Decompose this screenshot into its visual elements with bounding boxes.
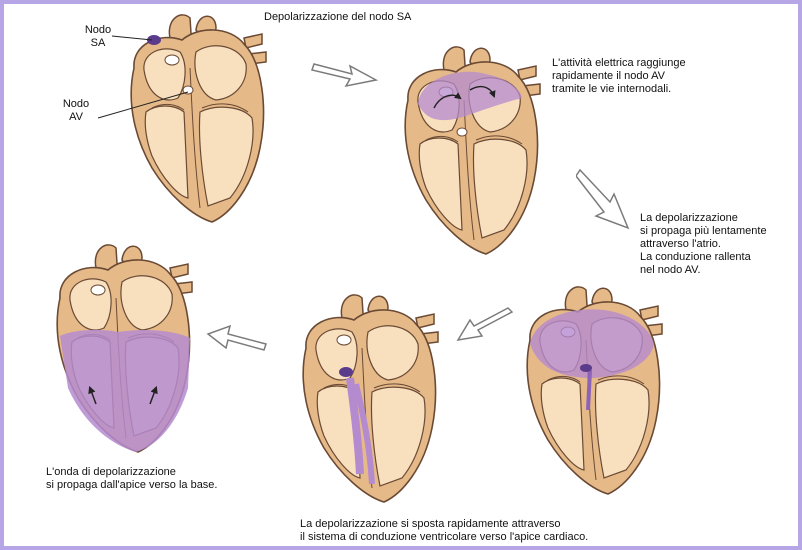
flow-arrow-3: [456, 306, 516, 346]
flow-arrow-4: [206, 322, 270, 356]
ventricles-depolarized: [60, 330, 190, 452]
heart-step-2: [386, 40, 556, 262]
heart-step-3: [508, 280, 678, 502]
heart-step-4: [284, 288, 454, 510]
flow-arrow-1: [310, 50, 380, 90]
heart-step-5: [28, 238, 218, 460]
flow-arrow-2: [576, 162, 634, 232]
